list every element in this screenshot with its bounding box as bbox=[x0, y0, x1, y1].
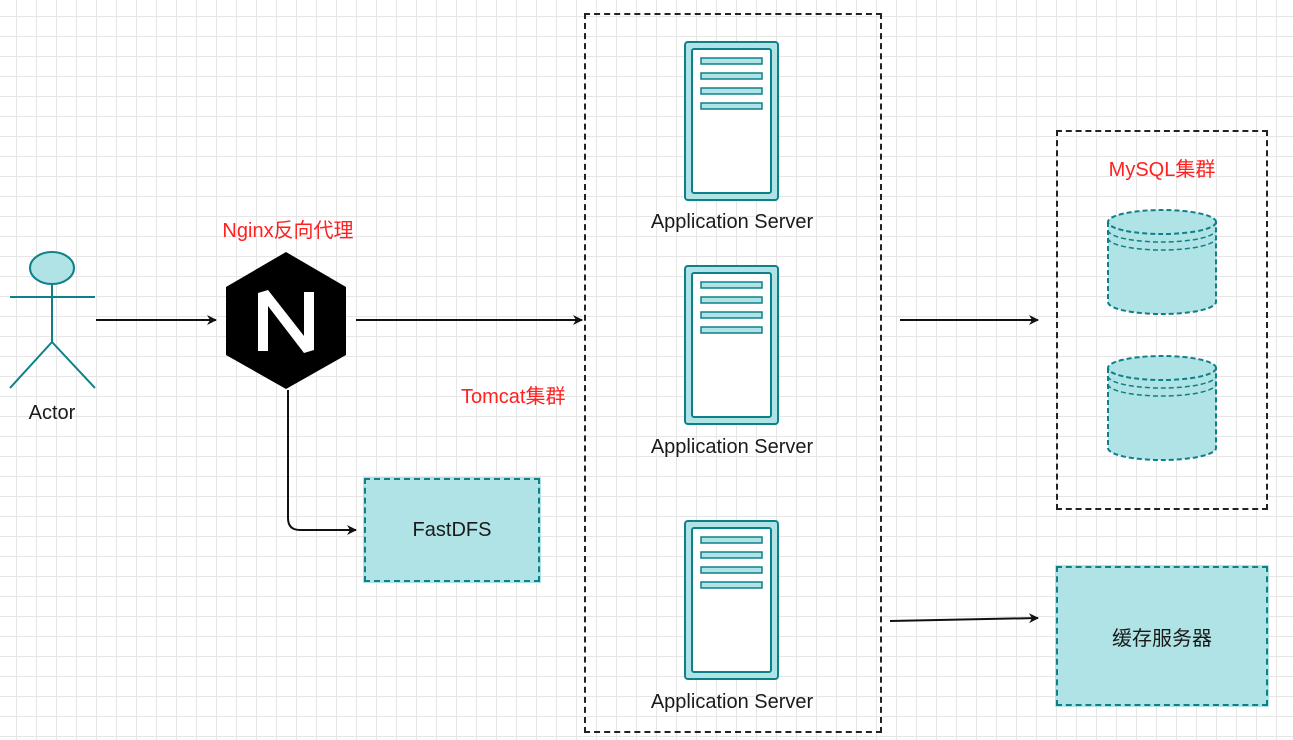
database-icon[interactable] bbox=[1107, 209, 1217, 315]
database-icon[interactable] bbox=[1107, 355, 1217, 461]
app-server-label: Application Server bbox=[650, 691, 814, 713]
mysql-cluster-group[interactable] bbox=[1056, 130, 1268, 510]
fastdfs-label: FastDFS bbox=[412, 518, 492, 541]
nginx-to-fastdfs-arrow bbox=[287, 390, 357, 535]
server-icon[interactable] bbox=[684, 265, 779, 425]
cache-server-node[interactable]: 缓存服务器 bbox=[1055, 565, 1269, 707]
nginx-label: Nginx反向代理 bbox=[222, 220, 354, 242]
tomcat-to-cache-arrow bbox=[889, 613, 1039, 624]
server-icon[interactable] bbox=[684, 520, 779, 680]
server-icon[interactable] bbox=[684, 41, 779, 201]
app-server-label: Application Server bbox=[650, 211, 814, 233]
tomcat-cluster-group[interactable] bbox=[584, 13, 882, 733]
app-server-label: Application Server bbox=[650, 436, 814, 458]
mysql-cluster-label: MySQL集群 bbox=[1108, 159, 1216, 181]
nginx-logo-icon[interactable] bbox=[226, 252, 346, 389]
tomcat-cluster-label: Tomcat集群 bbox=[461, 386, 566, 408]
actor-icon[interactable] bbox=[9, 251, 96, 389]
fastdfs-node[interactable]: FastDFS bbox=[363, 477, 541, 583]
actor-label: Actor bbox=[28, 402, 76, 424]
cache-server-label: 缓存服务器 bbox=[1112, 627, 1212, 650]
